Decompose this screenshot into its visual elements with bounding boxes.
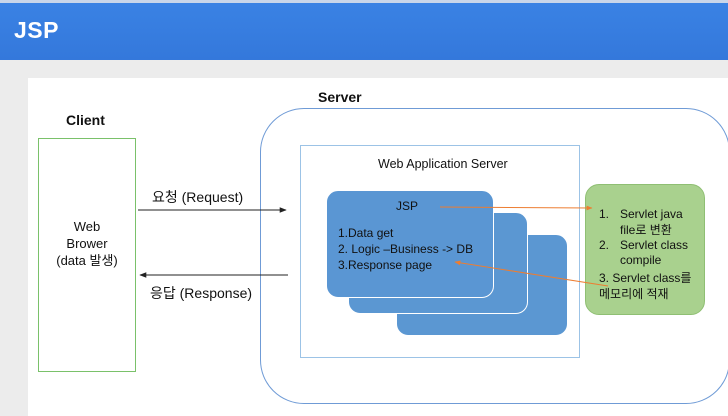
browser-line-1: Web: [73, 219, 101, 234]
jsp-step-3: 3.Response page: [338, 258, 433, 272]
was-label: Web Application Server: [378, 157, 508, 171]
servlet-step-2-line-2: compile: [620, 253, 662, 267]
request-label: 요청 (Request): [152, 189, 244, 205]
servlet-step-1-line-2: file로 변환: [620, 223, 672, 237]
servlet-step-2-line-1: Servlet class: [620, 238, 689, 252]
jsp-to-servlet-arrow: [439, 205, 593, 211]
browser-line-3: (data 발생): [56, 253, 118, 268]
jsp-step-1: 1.Data get: [338, 226, 394, 240]
servlet-step-1-number: 1.: [599, 207, 610, 221]
servlet-step-2-number: 2.: [599, 238, 610, 252]
response-label: 응답 (Response): [150, 285, 253, 301]
jsp-step-2: 2. Logic –Business -> DB: [338, 242, 474, 256]
slide-header: JSP: [0, 0, 728, 60]
slide-title: JSP: [14, 17, 59, 43]
servlet-step-1-line-1: Servlet java: [620, 207, 683, 221]
servlet-to-response-arrow: [454, 260, 609, 287]
servlet-process-box: [585, 184, 705, 315]
servlet-step-3-line-2: 메모리에 적재: [599, 287, 669, 301]
web-browser-box: [38, 138, 136, 372]
servlet-step-3-line-1: 3. Servlet class를: [599, 271, 692, 285]
web-browser-text: Web Brower (data 발생): [38, 218, 136, 269]
browser-line-2: Brower: [66, 236, 108, 251]
server-label: Server: [318, 89, 362, 105]
server-container: [260, 108, 728, 404]
jsp-card-front: [326, 190, 494, 298]
jsp-card-title: JSP: [396, 199, 419, 213]
client-label: Client: [66, 112, 105, 128]
